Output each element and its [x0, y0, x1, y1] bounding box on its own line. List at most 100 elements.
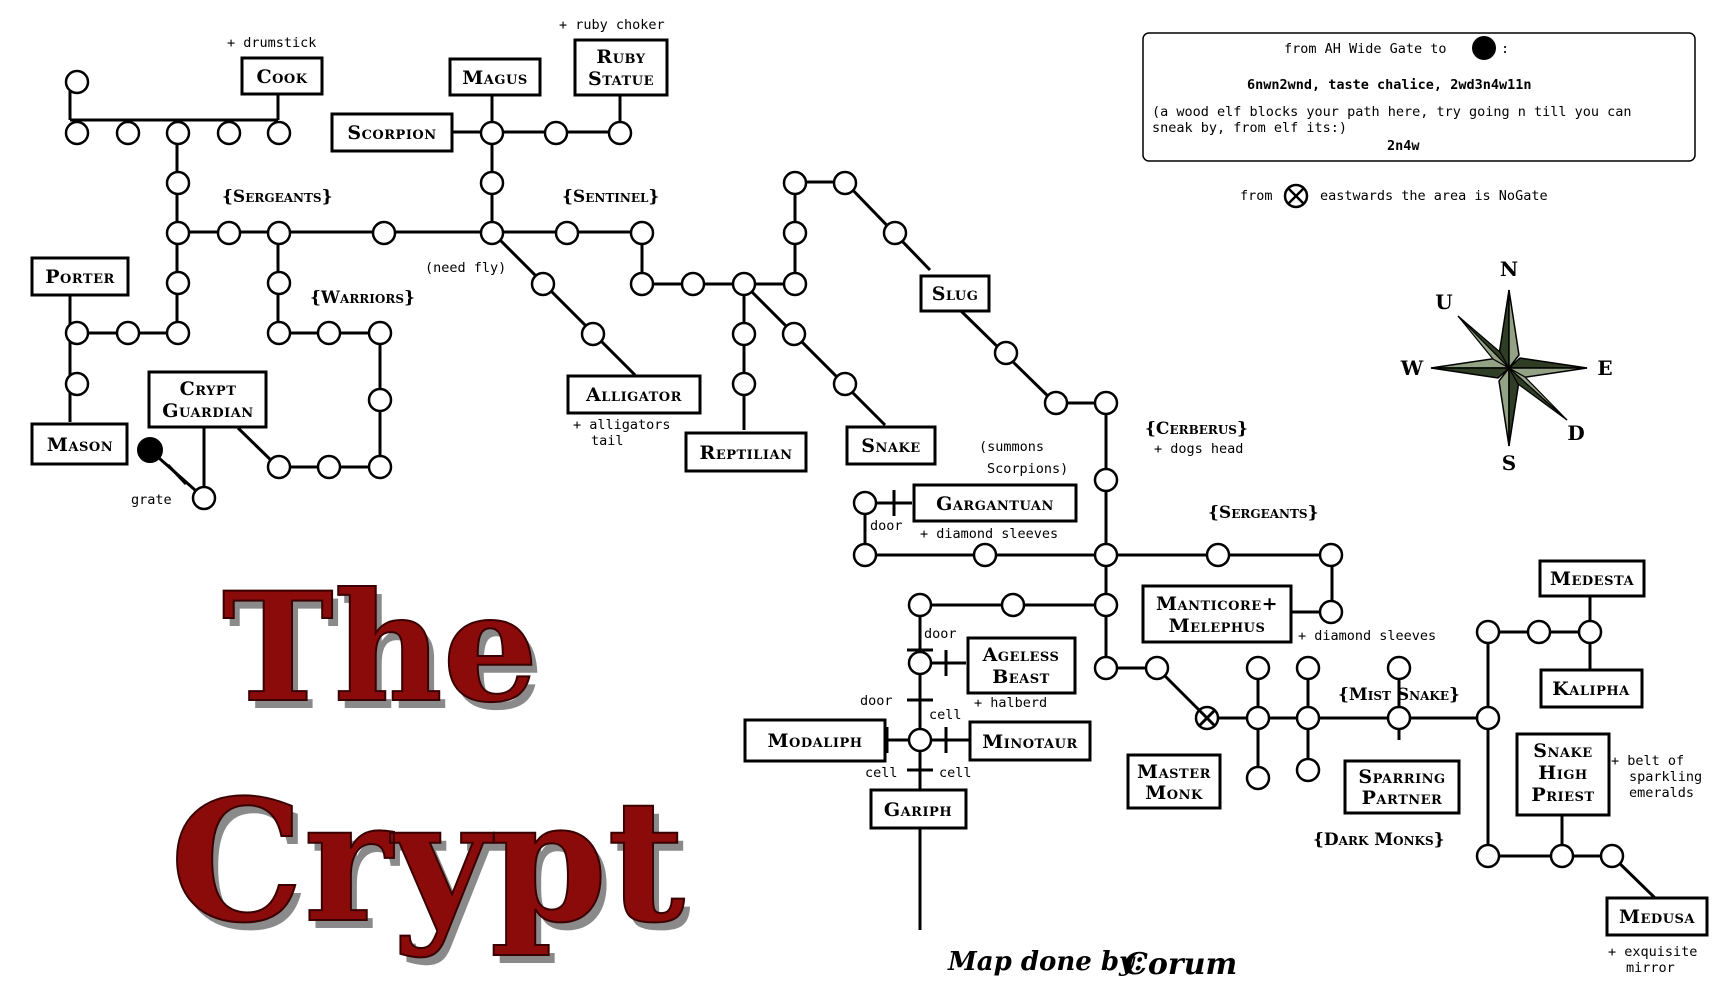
mob-label-porter: Porter: [45, 266, 115, 288]
mob-label-gariph: Gariph: [884, 799, 952, 821]
note-cell-minotaur: cell: [929, 707, 962, 723]
map-credit: Map done by: Corum: [947, 947, 1237, 982]
mob-label-ageless: Ageless: [982, 644, 1060, 666]
note-belt-of: + belt of: [1611, 753, 1684, 769]
mob-label-snake: Snake: [861, 435, 920, 457]
crypt-title: The The Crypt Crypt: [169, 559, 691, 968]
nogate-eastwards: eastwards the area is NoGate: [1320, 188, 1548, 204]
mob-box-cook: Cook: [240, 56, 324, 96]
mob-box-ruby-statue: Ruby Statue: [573, 38, 669, 97]
mob-box-medesta: Medesta: [1538, 559, 1646, 598]
mob-boxes: Cook Magus Ruby Statue Scorpion Porter M…: [30, 38, 1709, 937]
group-sergeants-west: {Sergeants}: [222, 187, 333, 207]
mob-label-guardian: Guardian: [162, 400, 253, 422]
nogate-legend-icon: [1283, 183, 1309, 209]
compass-e: E: [1597, 356, 1612, 380]
credit-label: Map done by:: [947, 947, 1144, 977]
mob-box-medusa: Medusa: [1605, 896, 1709, 937]
mob-label-priest: Priest: [1531, 784, 1594, 806]
mob-box-reptilian: Reptilian: [684, 431, 808, 473]
nogate-marker: [1194, 705, 1220, 731]
mob-label-gargantuan: Gargantuan: [936, 493, 1054, 515]
info-colon: :: [1501, 41, 1509, 57]
group-labels: {Sergeants} {Sentinel} {Warriors} {Cerbe…: [222, 187, 1460, 850]
mob-label-reptilian: Reptilian: [700, 442, 793, 464]
mob-box-master-monk: Master Monk: [1126, 753, 1222, 810]
note-grate: grate: [131, 492, 172, 508]
mob-label-partner: Partner: [1362, 787, 1443, 809]
author-signature: Corum: [1124, 947, 1237, 982]
compass-w: W: [1400, 356, 1424, 380]
mob-box-snake-high-priest: Snake High Priest: [1515, 732, 1611, 817]
note-sparkling: sparkling: [1629, 769, 1702, 785]
note-diamond-sleeves-2: + diamond sleeves: [1298, 628, 1436, 644]
mob-label-ruby: Ruby: [596, 46, 645, 68]
note-diamond-sleeves-1: + diamond sleeves: [920, 526, 1058, 542]
mob-box-slug: Slug: [919, 274, 991, 313]
note-need-fly: (need fly): [425, 260, 506, 276]
title-the: The: [222, 560, 538, 736]
group-sergeants-east: {Sergeants}: [1208, 503, 1319, 523]
note-emeralds: emeralds: [1629, 785, 1694, 801]
mob-box-scorpion: Scorpion: [330, 112, 454, 153]
compass-d: D: [1567, 421, 1584, 445]
mob-label-alligator: Alligator: [585, 384, 682, 406]
mob-label-mason: Mason: [47, 434, 113, 456]
info-note-route: 2n4w: [1387, 138, 1420, 154]
note-scorpions: Scorpions): [987, 461, 1068, 477]
mob-label-minotaur: Minotaur: [982, 731, 1078, 753]
info-note-1: (a wood elf blocks your path here, try g…: [1152, 104, 1632, 120]
mob-label-manticore: Manticore+: [1156, 593, 1278, 615]
mob-label-melephus: Melephus: [1169, 615, 1266, 637]
compass-s: S: [1502, 451, 1516, 475]
group-mist-snake: {Mist Snake}: [1338, 685, 1460, 705]
compass-n: N: [1500, 257, 1518, 281]
mob-box-gargantuan: Gargantuan: [912, 483, 1078, 523]
nogate-legend: from eastwards the area is NoGate: [1240, 183, 1548, 209]
note-door-gargantuan: door: [870, 518, 903, 534]
mob-box-modaliph: Modaliph: [743, 718, 887, 763]
compass-rose: N S E W U D: [1400, 257, 1613, 475]
mob-label-high: High: [1538, 762, 1587, 784]
mob-box-mason: Mason: [30, 422, 129, 466]
mob-box-sparring-partner: Sparring Partner: [1343, 759, 1461, 815]
mob-label-cook: Cook: [256, 66, 307, 88]
note-cell-left: cell: [865, 765, 898, 781]
mob-box-alligator: Alligator: [566, 374, 702, 415]
title-shadow-crypt: Crypt: [176, 770, 691, 968]
group-dark-monks: {Dark Monks}: [1313, 830, 1445, 850]
note-exquisite: + exquisite: [1608, 944, 1697, 960]
nogate-from: from: [1240, 188, 1273, 204]
directions-info-box: from AH Wide Gate to : 6nwn2wnd, taste c…: [1142, 32, 1696, 162]
note-door-ageless: door: [924, 626, 957, 642]
crypt-entrance-dot: [1472, 36, 1496, 60]
mob-label-sparring: Sparring: [1358, 766, 1445, 788]
mob-box-gariph: Gariph: [869, 788, 968, 830]
mob-label-scorpion: Scorpion: [347, 122, 436, 144]
note-ruby-choker: + ruby choker: [559, 17, 665, 33]
note-mirror: mirror: [1626, 960, 1675, 976]
mob-box-snake: Snake: [845, 425, 937, 466]
mob-label-beast: Beast: [992, 666, 1050, 688]
mob-label-statue: Statue: [588, 68, 654, 90]
note-alligators: + alligators: [573, 417, 671, 433]
mob-label-master: Master: [1137, 761, 1211, 783]
mob-label-medusa: Medusa: [1619, 906, 1695, 928]
mob-label-magus: Magus: [462, 67, 527, 89]
title-shadow-the: The: [228, 568, 544, 744]
note-dogs-head: + dogs head: [1154, 441, 1243, 457]
compass-u: U: [1435, 290, 1452, 314]
mob-label-slug: Slug: [932, 283, 979, 305]
info-from-gate: from AH Wide Gate to: [1284, 41, 1447, 57]
note-tail: tail: [591, 433, 624, 449]
room-nodes: [64, 69, 1625, 869]
mob-box-minotaur: Minotaur: [968, 720, 1092, 762]
mob-box-crypt-guardian: Crypt Guardian: [147, 370, 268, 429]
info-route: 6nwn2wnd, taste chalice, 2wd3n4w11n: [1247, 77, 1531, 93]
map-notes: + drumstick + ruby choker (need fly) + a…: [131, 17, 1702, 976]
mob-label-monk: Monk: [1145, 782, 1203, 804]
group-warriors: {Warriors}: [310, 288, 415, 308]
mob-box-manticore: Manticore+ Melephus: [1141, 584, 1293, 644]
note-summons: (summons: [979, 439, 1044, 455]
